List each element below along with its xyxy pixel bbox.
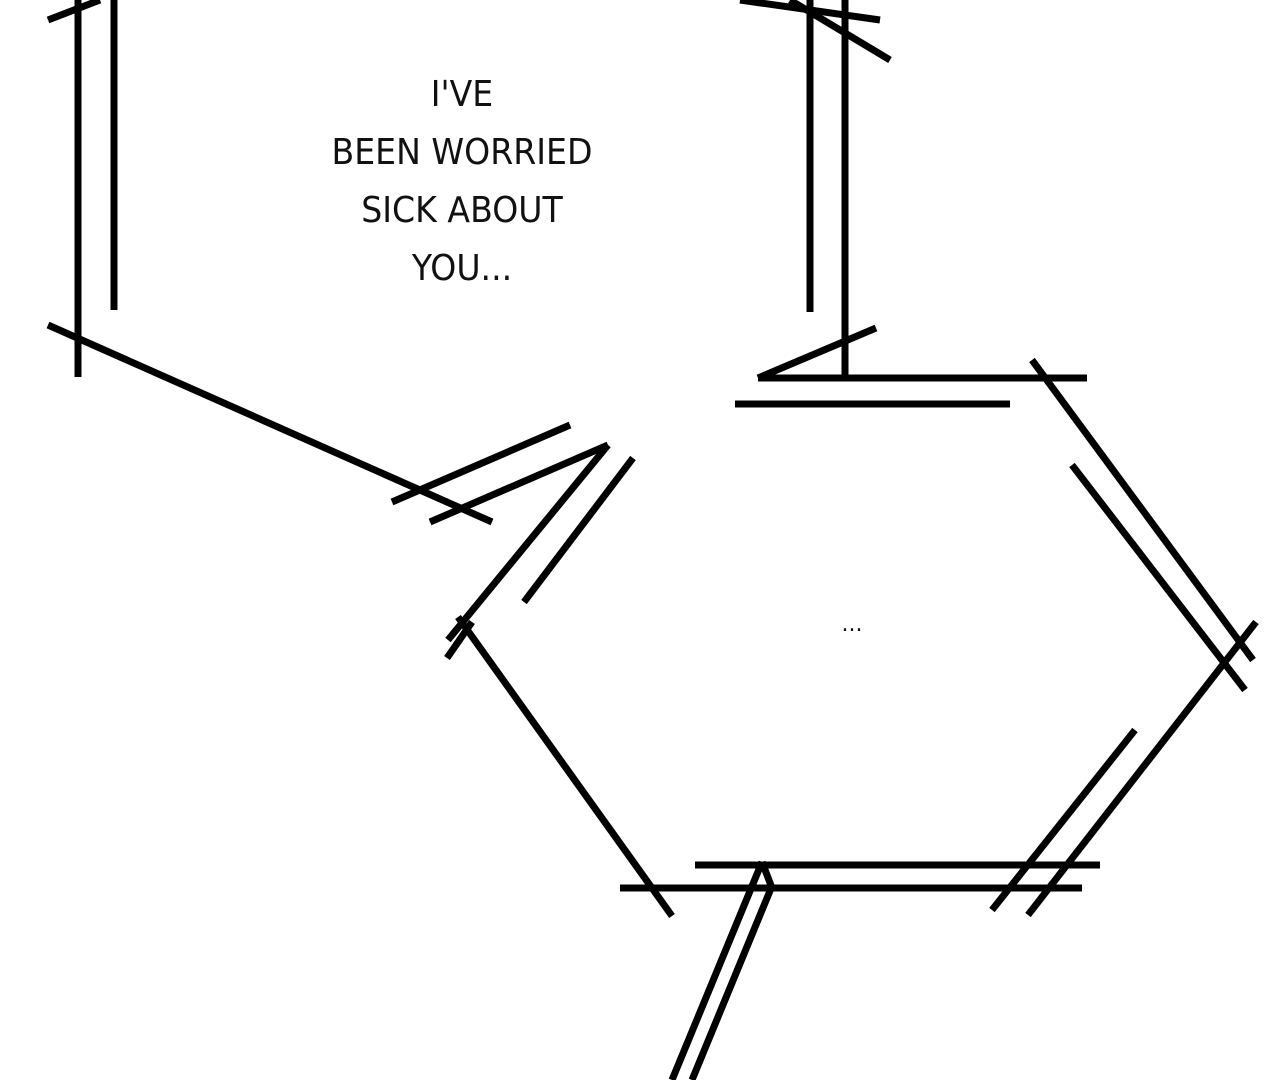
speech-line: ... [841, 612, 863, 637]
speech-line: SICK ABOUT [361, 190, 563, 231]
speech-bubble-1-outline [46, 0, 892, 526]
speech-bubble-1-text: I'VE BEEN WORRIED SICK ABOUT YOU... [304, 66, 620, 298]
speech-line: YOU... [411, 248, 513, 289]
speech-line: BEEN WORRIED [331, 132, 593, 173]
speech-line: I'VE [430, 74, 494, 115]
speech-bubble-2-outline [444, 357, 1259, 1080]
speech-bubble-2-text: ... [800, 610, 904, 640]
